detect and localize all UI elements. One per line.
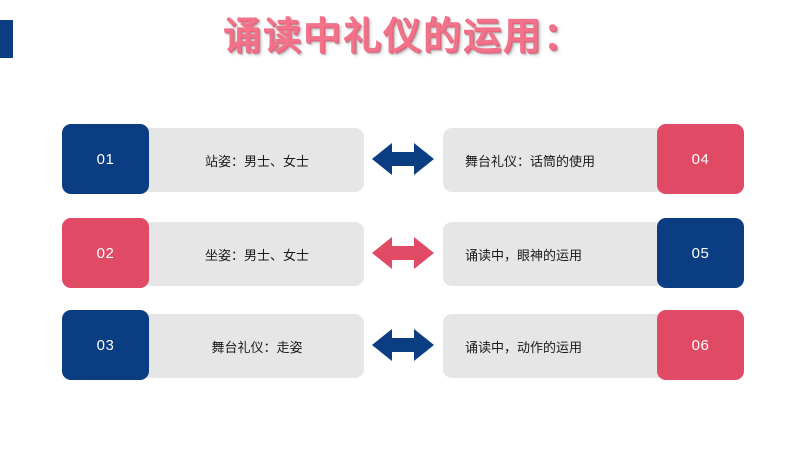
step-number-02[interactable]: 02 bbox=[62, 218, 149, 288]
accent-bar bbox=[0, 20, 13, 58]
step-label-02[interactable]: 坐姿：男士、女士 bbox=[130, 222, 364, 286]
double-arrow-icon-row-3 bbox=[372, 322, 434, 368]
step-label-01[interactable]: 站姿：男士、女士 bbox=[130, 128, 364, 192]
step-label-04[interactable]: 舞台礼仪：话筒的使用 bbox=[443, 128, 675, 192]
step-number-06[interactable]: 06 bbox=[657, 310, 744, 380]
double-arrow-icon-row-2 bbox=[372, 230, 434, 276]
step-label-03[interactable]: 舞台礼仪：走姿 bbox=[130, 314, 364, 378]
step-number-01[interactable]: 01 bbox=[62, 124, 149, 194]
step-label-06[interactable]: 诵读中，动作的运用 bbox=[443, 314, 675, 378]
diagram-row: 02 坐姿：男士、女士 诵读中，眼神的运用 05 bbox=[0, 218, 806, 288]
page-title: 诵读中礼仪的运用： bbox=[222, 14, 583, 58]
diagram-row: 01 站姿：男士、女士 舞台礼仪：话筒的使用 04 bbox=[0, 124, 806, 194]
double-arrow-icon-row-1 bbox=[372, 136, 434, 182]
step-number-03[interactable]: 03 bbox=[62, 310, 149, 380]
step-label-05[interactable]: 诵读中，眼神的运用 bbox=[443, 222, 675, 286]
diagram-row: 03 舞台礼仪：走姿 诵读中，动作的运用 06 bbox=[0, 310, 806, 380]
step-number-05[interactable]: 05 bbox=[657, 218, 744, 288]
step-number-04[interactable]: 04 bbox=[657, 124, 744, 194]
